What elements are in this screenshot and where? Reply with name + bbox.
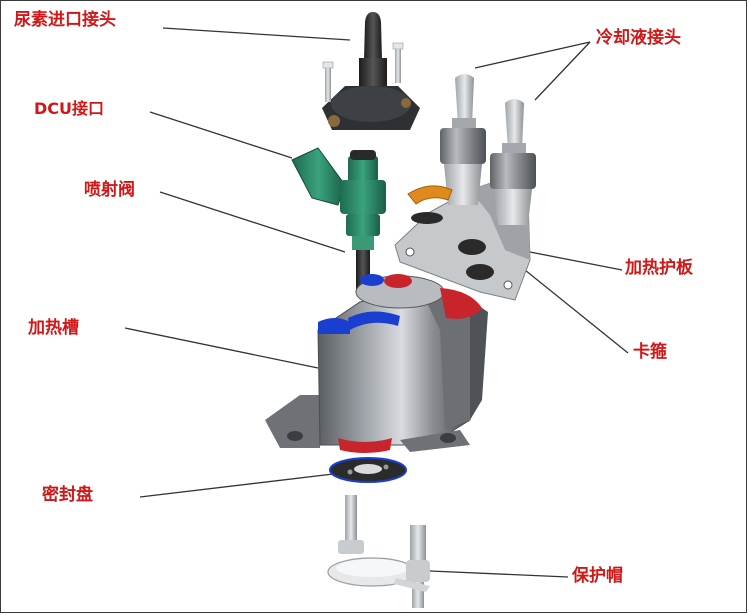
label-coolant-connector: 冷却液接头 (596, 28, 681, 48)
leader-seal-disc (139, 471, 351, 498)
label-dcu-connector: DCU接口 (34, 99, 105, 118)
label-seal-disc: 密封盘 (42, 485, 93, 505)
label-heating-tank: 加热槽 (28, 318, 79, 338)
label-heating-guard-plate: 加热护板 (625, 258, 693, 278)
leader-urea-inlet (162, 27, 351, 41)
clip-part (407, 185, 453, 224)
leader-heating-tank (124, 327, 319, 369)
leader-coolant-1 (474, 41, 591, 69)
label-urea-inlet-connector: 尿素进口接头 (14, 10, 116, 30)
label-clip: 卡箍 (633, 342, 667, 362)
label-injection-valve: 喷射阀 (84, 180, 135, 200)
heating-tank-part (265, 274, 488, 453)
urea-inlet-connector-part (322, 12, 420, 130)
leader-injection-valve (159, 191, 346, 253)
injection-valve-part (291, 147, 386, 290)
coolant-connectors-part (394, 74, 536, 301)
label-protective-cap: 保护帽 (572, 566, 623, 586)
seal-disc-part (329, 457, 407, 483)
leader-protective-cap (429, 570, 569, 578)
protective-cap-part (327, 495, 430, 608)
leader-heating-guard (529, 251, 623, 271)
leader-coolant-2 (534, 41, 591, 101)
leader-dcu (149, 111, 293, 159)
